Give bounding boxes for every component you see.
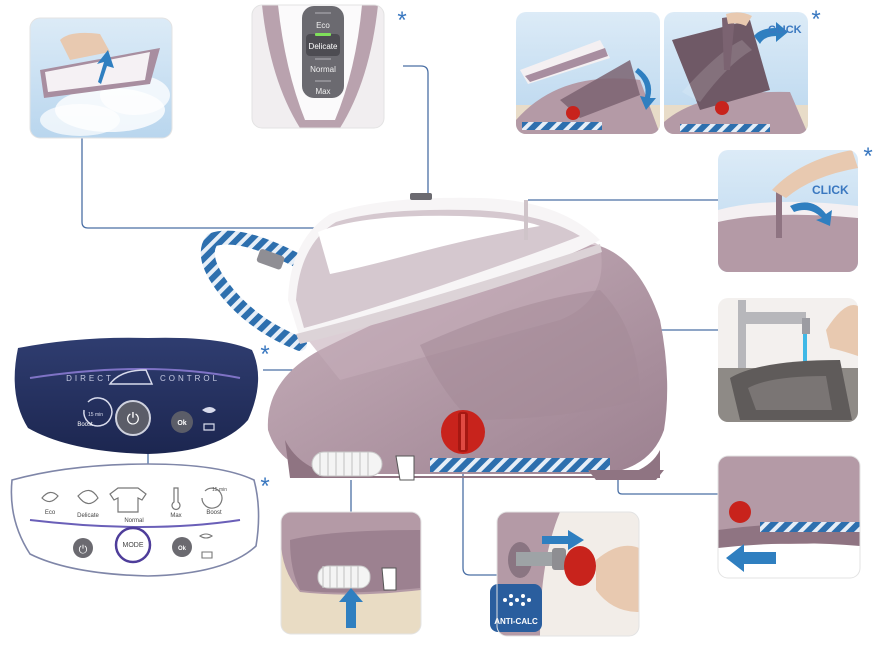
light-max-label: Max	[170, 513, 181, 519]
steam-hose	[200, 230, 307, 351]
light-timer-label: 15 min	[212, 487, 227, 493]
power-button-dark[interactable]: ⏻	[115, 400, 151, 436]
lid-red-knob	[566, 106, 580, 120]
light-boost-icon	[201, 487, 223, 509]
selector-normal-label: Normal	[310, 65, 336, 74]
panel-control-label: CONTROL	[160, 374, 220, 383]
handle-curved-arrow-icon	[790, 202, 832, 226]
control-panel-light: 15 min Eco Delicate Normal Max Boost ⏻ M…	[10, 463, 260, 577]
eco-leaf-icon	[41, 491, 59, 503]
curved-down-arrow-icon	[635, 68, 656, 110]
mode-button[interactable]: MODE	[114, 526, 152, 564]
power-icon: ⏻	[127, 409, 140, 428]
light-normal-label: Normal	[124, 518, 143, 524]
light-boost-label: Boost	[206, 510, 222, 516]
tank-fill-panel	[718, 298, 858, 422]
hand-icon	[203, 423, 215, 431]
mode-label: MODE	[123, 542, 144, 549]
hose-storage-panel	[718, 456, 860, 578]
asterisk-selector: *	[397, 7, 406, 34]
left-arrow-icon	[726, 544, 776, 572]
cord-up-arrow-icon	[339, 588, 363, 628]
eco-mode-icon	[202, 407, 216, 413]
tank-handle-panel: CLICK	[718, 150, 858, 272]
panel-frames	[29, 4, 861, 637]
max-thermometer-icon	[171, 487, 181, 510]
ok-label-light: Ok	[178, 546, 187, 552]
light-eco-label: Eco	[45, 510, 56, 516]
curved-up-arrow-icon	[754, 22, 788, 44]
leader-steam-selector	[403, 65, 429, 196]
panel-direct-label: DIRECT	[66, 374, 114, 383]
power-button-light[interactable]: ⏻	[73, 538, 93, 558]
steam-selector-panel: Eco Delicate Normal Max	[252, 5, 384, 128]
leader-hose-storage	[617, 466, 718, 495]
anticalc-badge: ANTI-CALC	[490, 584, 542, 632]
selector-eco-label: Eco	[316, 21, 330, 30]
anticalc-right-arrow-icon	[542, 530, 584, 550]
delicate-leaf-icon	[77, 489, 99, 505]
panel-timer-label: 15 min	[88, 412, 103, 418]
iron-icon	[108, 369, 154, 385]
light-eco-mode-icon	[199, 533, 213, 559]
lid-click-label: CLICK	[768, 24, 802, 36]
leader-anticalc	[462, 432, 497, 576]
light-delicate-label: Delicate	[77, 513, 99, 519]
asterisk-panel-light: *	[260, 473, 269, 500]
up-arrow-icon	[97, 50, 114, 84]
ok-button-light[interactable]: Ok	[172, 537, 192, 557]
selector-delicate-label: Delicate	[309, 42, 338, 51]
light-power-icon: ⏻	[79, 543, 88, 556]
ok-button-dark[interactable]: Ok	[171, 411, 193, 433]
asterisk-lid: *	[811, 6, 820, 33]
lid-open-panel	[516, 12, 660, 134]
lid-close-panel: CLICK	[664, 12, 808, 134]
asterisk-panel-dark: *	[260, 341, 269, 368]
leader-iron-handle	[81, 138, 425, 229]
panel-boost-label: Boost	[77, 422, 93, 428]
lid-close-red-knob	[715, 101, 729, 115]
control-panel-dark: DIRECT CONTROL 15 min Boost ⏻ Ok	[14, 337, 259, 454]
iron-steam-panel	[30, 18, 172, 138]
anticalc-label: ANTI-CALC	[494, 617, 538, 626]
asterisk-handle: *	[863, 143, 872, 170]
cord-storage-panel	[281, 512, 421, 634]
boost-icon	[83, 397, 113, 427]
normal-shirt-icon	[109, 487, 147, 513]
hose-red-knob	[729, 501, 751, 523]
steam-generator-main	[200, 193, 668, 481]
ok-label-dark: Ok	[177, 420, 186, 427]
selector-max-label: Max	[315, 87, 330, 96]
anticalc-red-knob	[564, 546, 596, 586]
handle-click-label: CLICK	[812, 183, 849, 197]
